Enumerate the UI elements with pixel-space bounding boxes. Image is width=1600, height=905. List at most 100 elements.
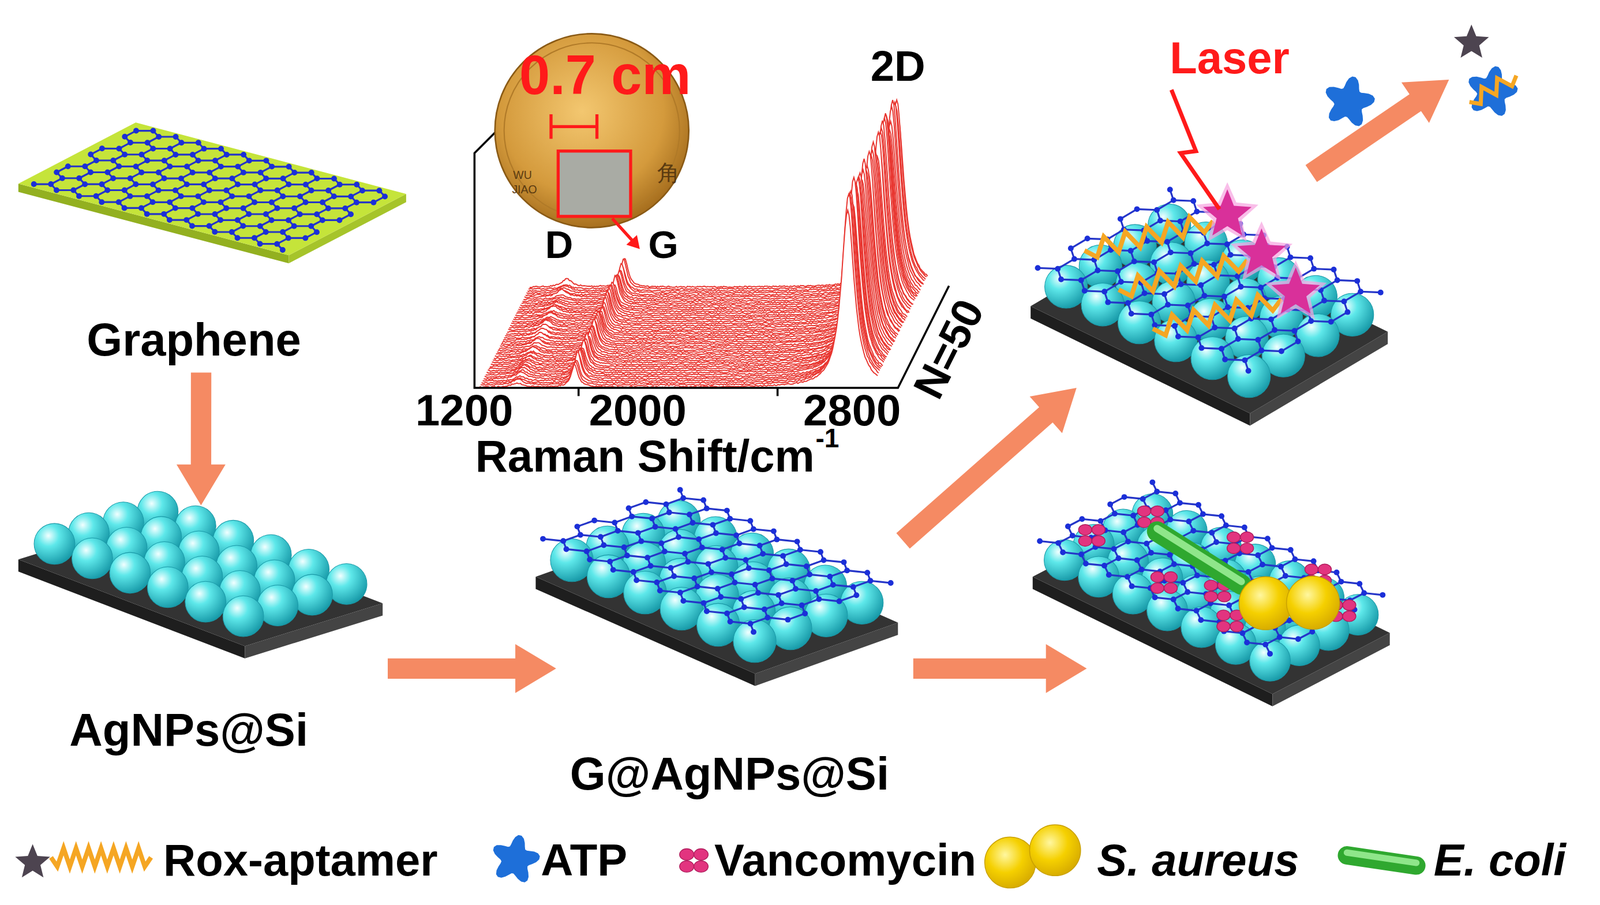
carbon-atom bbox=[1148, 549, 1154, 556]
e-coli-symbol bbox=[1346, 852, 1416, 865]
carbon-atom bbox=[610, 566, 617, 573]
carbon-atom bbox=[1291, 556, 1298, 562]
panel-label: Laser bbox=[1169, 35, 1290, 81]
carbon-atom bbox=[1193, 208, 1200, 215]
carbon-atom bbox=[672, 525, 679, 532]
axis-title: N=50 bbox=[906, 293, 992, 406]
vancomycin-lobe bbox=[1091, 524, 1105, 535]
carbon-atom bbox=[133, 163, 140, 170]
carbon-atom bbox=[189, 151, 196, 158]
carbon-atom bbox=[1234, 272, 1241, 279]
vancomycin-symbol bbox=[1078, 524, 1105, 547]
carbon-atom bbox=[1129, 583, 1135, 590]
carbon-atom bbox=[1278, 563, 1284, 570]
carbon-atom bbox=[1188, 250, 1194, 257]
carbon-atom bbox=[775, 591, 782, 598]
carbon-atom bbox=[1104, 299, 1111, 306]
silver-nanoparticle bbox=[1190, 336, 1234, 380]
carbon-atom bbox=[770, 527, 777, 534]
carbon-atom bbox=[1111, 510, 1118, 517]
spectrum-mask bbox=[483, 200, 882, 380]
vancomycin-lobe bbox=[1216, 609, 1231, 621]
carbon-atom bbox=[1178, 281, 1184, 288]
carbon-atom bbox=[1179, 579, 1186, 586]
carbon-atom bbox=[642, 499, 649, 505]
carbon-atom bbox=[1149, 479, 1156, 486]
carbon-atom bbox=[1287, 254, 1294, 261]
carbon-atom bbox=[1208, 529, 1215, 536]
carbon-atom bbox=[1078, 551, 1085, 558]
carbon-atom bbox=[1115, 555, 1122, 561]
carbon-atom bbox=[741, 604, 748, 610]
raman-trace bbox=[483, 200, 882, 380]
carbon-atom bbox=[1227, 252, 1234, 258]
vancomycin-lobe bbox=[1240, 531, 1254, 543]
carbon-atom bbox=[263, 175, 269, 182]
carbon-atom bbox=[150, 181, 156, 187]
carbon-atom bbox=[680, 495, 687, 501]
carbon-atom bbox=[1309, 628, 1315, 635]
carbon-atom bbox=[257, 223, 264, 230]
carbon-atom bbox=[586, 556, 593, 563]
carbon-atom bbox=[1140, 495, 1146, 502]
raman-trace bbox=[484, 204, 883, 378]
carbon-atom bbox=[347, 211, 354, 217]
carbon-atom bbox=[742, 556, 749, 563]
vancomycin-lobe bbox=[679, 860, 695, 872]
carbon-atom bbox=[1195, 501, 1202, 508]
carbon-atom bbox=[713, 530, 719, 537]
aptamer-atp-complex bbox=[1454, 24, 1519, 116]
carbon-atom bbox=[189, 223, 196, 230]
carbon-atom bbox=[817, 548, 824, 555]
carbon-atom bbox=[240, 205, 247, 212]
carbon-atom bbox=[841, 559, 848, 565]
carbon-atom bbox=[218, 145, 224, 152]
carbon-atom bbox=[1125, 300, 1131, 306]
carbon-atom bbox=[1134, 205, 1141, 212]
dimension-label: 0.7 cm bbox=[519, 46, 691, 102]
vancomycin-lobe bbox=[1137, 505, 1151, 516]
carbon-atom bbox=[705, 560, 712, 567]
carbon-atom bbox=[206, 169, 213, 176]
panel-label: AgNPs@Si bbox=[69, 706, 309, 753]
dye-glow bbox=[1264, 260, 1328, 320]
carbon-atom bbox=[785, 616, 792, 623]
carbon-atom bbox=[274, 205, 281, 212]
graphene-lattice bbox=[1036, 479, 1386, 657]
carbon-atom bbox=[115, 163, 122, 170]
vancomycin-lobe bbox=[1204, 579, 1218, 591]
carbon-atom bbox=[144, 193, 151, 200]
carbon-atom bbox=[1121, 493, 1128, 500]
carbon-atom bbox=[59, 175, 66, 182]
carbon-atom bbox=[1190, 527, 1197, 534]
carbon-atom bbox=[1276, 634, 1283, 640]
carbon-atom bbox=[1138, 566, 1145, 573]
carbon-atom bbox=[1084, 235, 1091, 242]
vancomycin-lobe bbox=[1150, 571, 1164, 583]
carbon-atom bbox=[211, 229, 218, 235]
carbon-atom bbox=[347, 193, 354, 200]
carbon-atom bbox=[331, 193, 337, 200]
carbon-atom bbox=[1078, 277, 1085, 284]
carbon-atom bbox=[1177, 218, 1184, 225]
carbon-atom bbox=[1338, 578, 1344, 585]
silver-nanoparticle bbox=[1227, 354, 1271, 397]
carbon-atom bbox=[381, 193, 388, 200]
carbon-atom bbox=[87, 151, 94, 158]
carbon-atom bbox=[144, 157, 151, 164]
carbon-atom bbox=[286, 181, 292, 188]
carbon-atom bbox=[727, 515, 733, 522]
carbon-atom bbox=[285, 217, 292, 224]
carbon-atom bbox=[217, 199, 224, 205]
carbon-atom bbox=[251, 199, 258, 206]
silver-nanoparticle bbox=[185, 581, 227, 622]
carbon-atom bbox=[370, 199, 377, 206]
carbon-atom bbox=[812, 587, 819, 594]
carbon-atom bbox=[803, 563, 810, 569]
vancomycin-lobe bbox=[1227, 542, 1241, 554]
carbon-atom bbox=[700, 497, 707, 504]
carbon-atom bbox=[630, 568, 637, 575]
carbon-atom bbox=[1101, 562, 1108, 569]
carbon-atom bbox=[1211, 261, 1217, 268]
carbon-atom bbox=[658, 540, 665, 546]
